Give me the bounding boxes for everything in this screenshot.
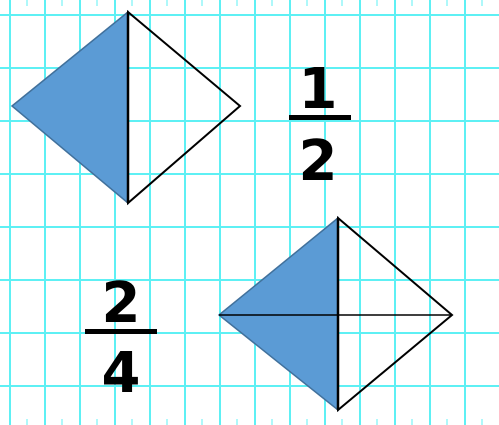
- fraction-bottom-numerator: 2: [102, 271, 141, 336]
- fraction-top-bar: [289, 115, 351, 120]
- fraction-bottom-bar: [85, 329, 157, 334]
- fraction-two-quarters: 2 4: [85, 271, 157, 406]
- bottom-square-quarters: [217, 215, 454, 413]
- fraction-top-denominator: 2: [299, 129, 338, 194]
- top-square-halves: [10, 9, 242, 206]
- fraction-top-numerator: 1: [299, 57, 338, 122]
- fraction-one-half: 1 2: [289, 57, 351, 194]
- fraction-bottom-denominator: 4: [102, 341, 141, 406]
